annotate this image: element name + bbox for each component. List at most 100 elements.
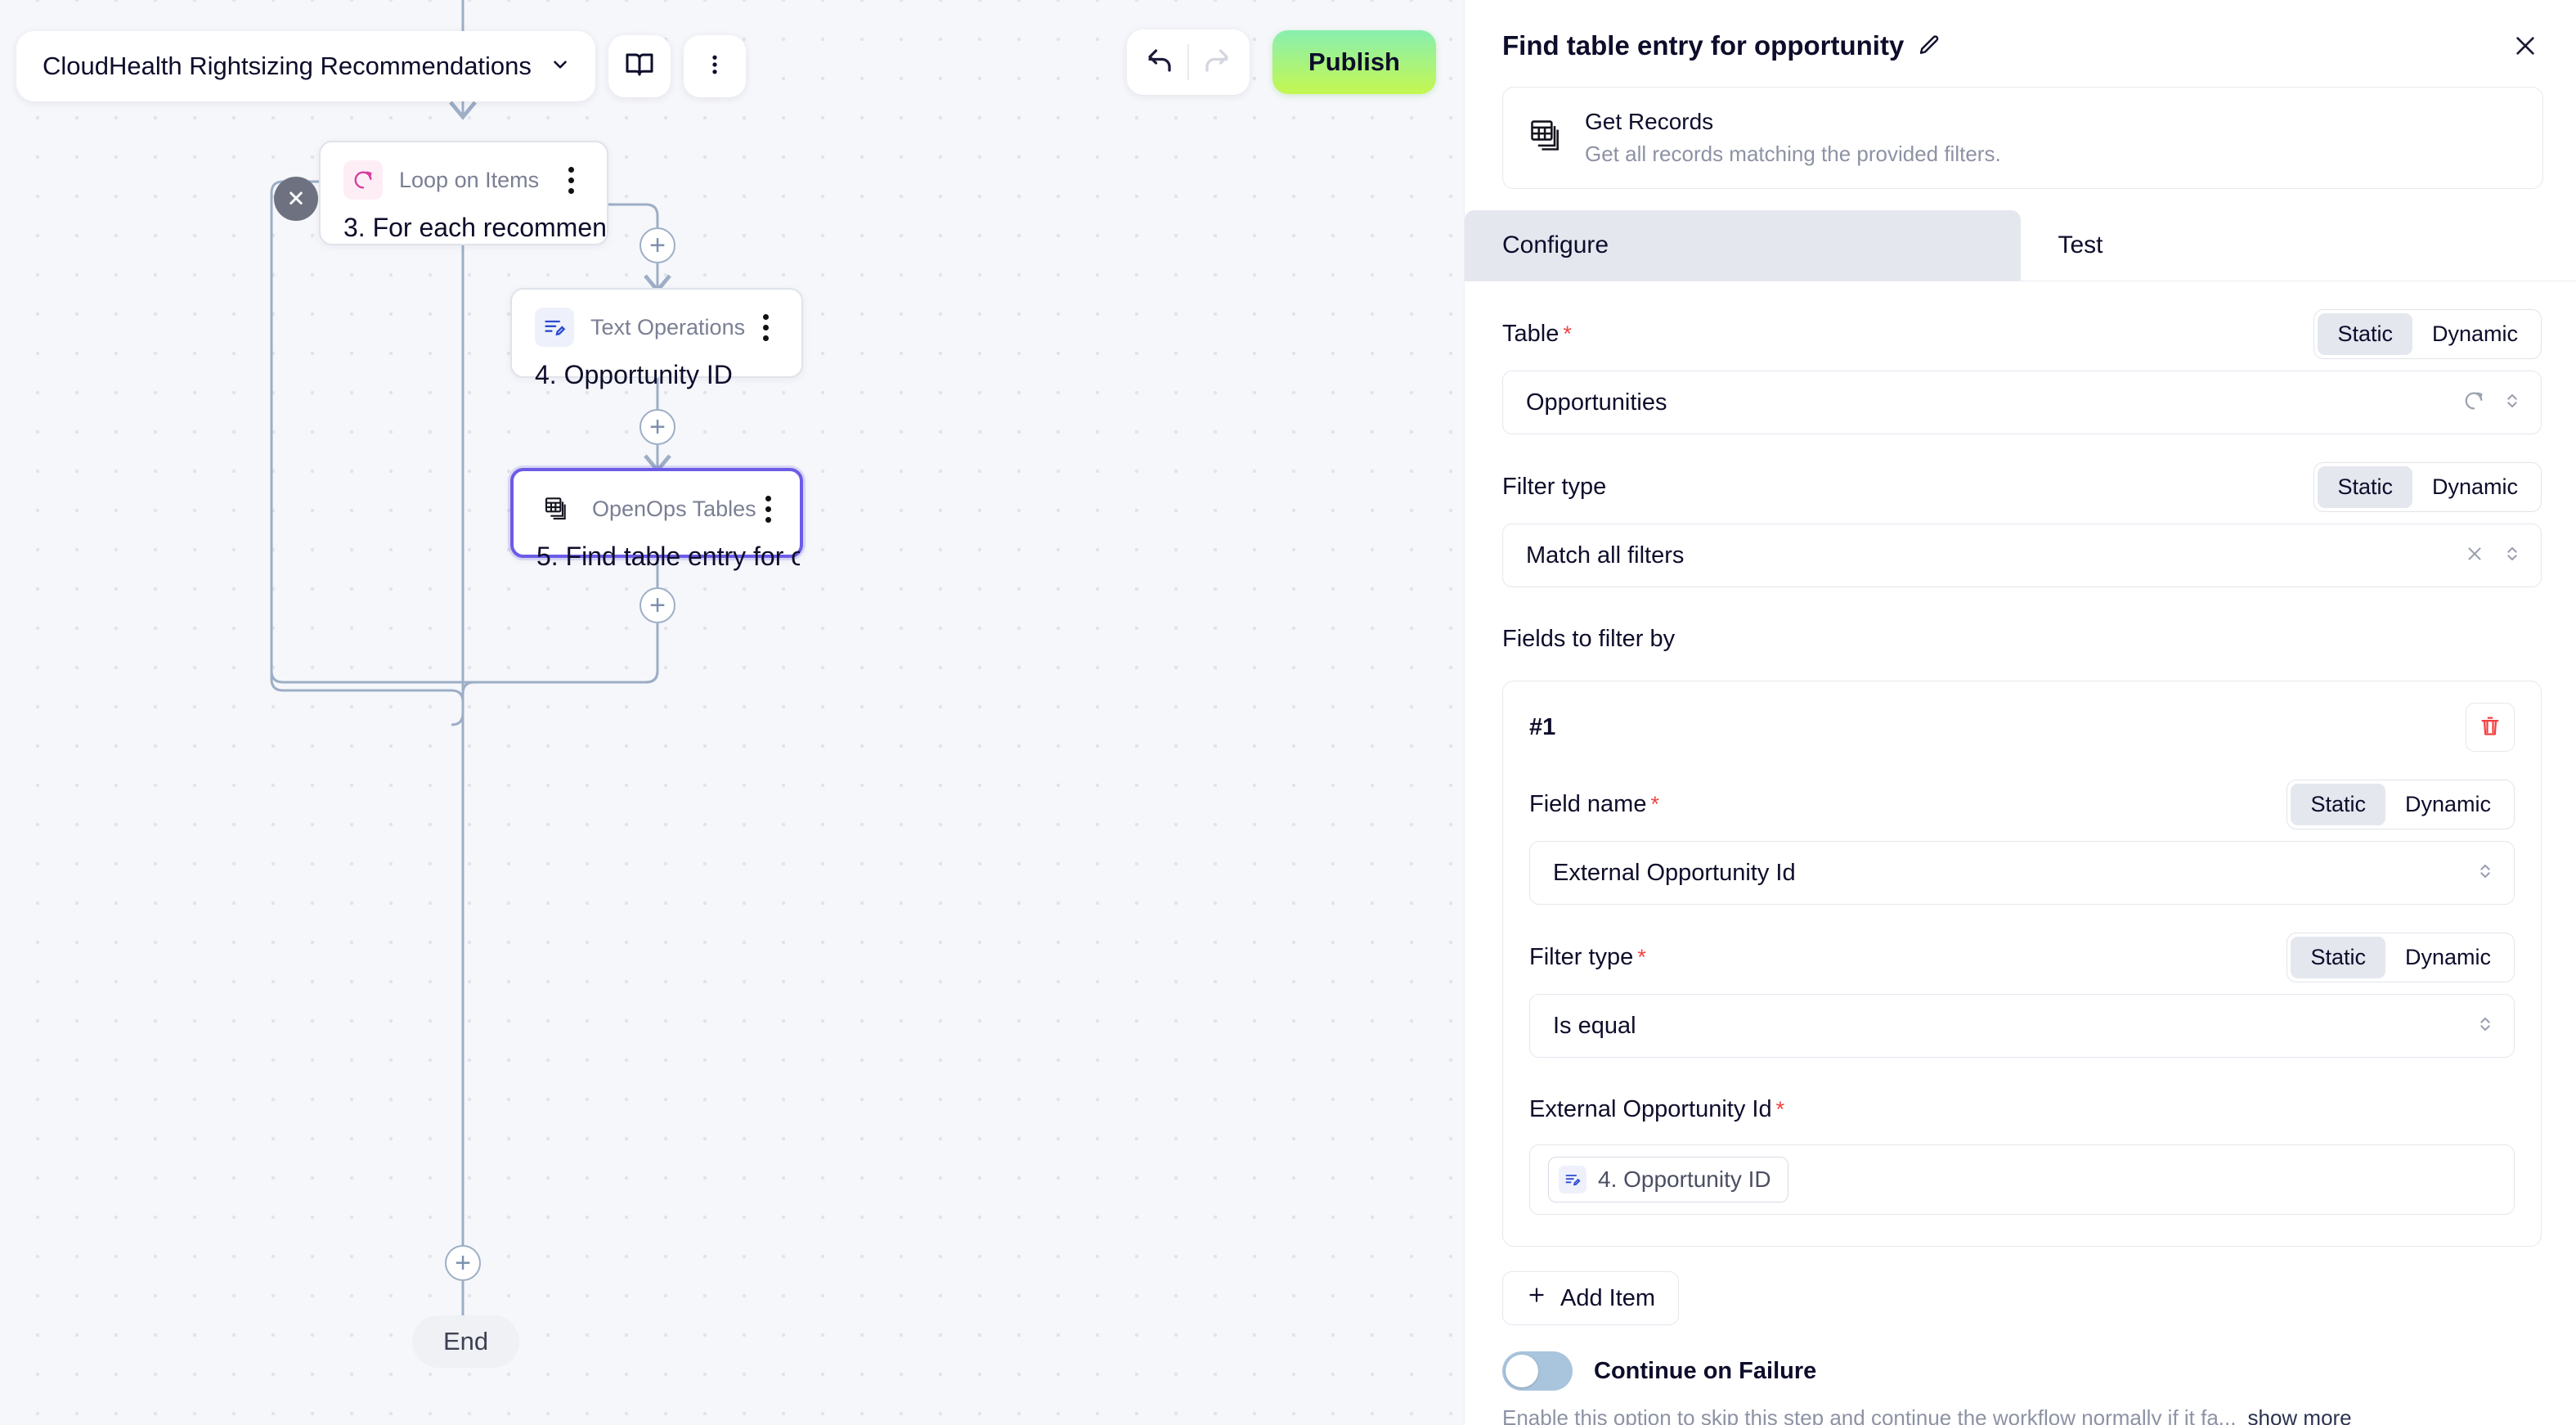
variable-chip-label: 4. Opportunity ID: [1598, 1167, 1771, 1192]
table-mode-segmented: Static Dynamic: [2313, 309, 2542, 359]
table-mode-static[interactable]: Static: [2318, 313, 2412, 355]
piece-name: Get Records: [1585, 109, 1714, 134]
field-name-select-actions: [2476, 860, 2494, 887]
node-header: Text Operations: [512, 290, 801, 347]
chevron-updown-icon[interactable]: [2503, 389, 2521, 416]
flow-node-text-operations[interactable]: Text Operations 4. Opportunity ID: [510, 288, 803, 389]
node-title-label: 5. Find table entry for opportu...: [536, 542, 800, 571]
chevron-updown-icon[interactable]: [2503, 542, 2521, 569]
undo-arrow-icon: [1145, 46, 1174, 79]
add-step-button-loop-3[interactable]: +: [640, 587, 675, 623]
add-item-button[interactable]: Add Item: [1502, 1271, 1680, 1325]
stacked-tables-icon: [536, 489, 576, 528]
continue-on-failure-row: Continue on Failure: [1502, 1351, 2542, 1391]
table-field-row: Table * Static Dynamic: [1502, 309, 2542, 359]
required-asterisk: *: [1637, 945, 1646, 969]
continue-on-failure-label: Continue on Failure: [1594, 1357, 1817, 1384]
canvas-toolbar-right: Publish: [1127, 29, 1436, 95]
add-step-button-loop-2[interactable]: +: [640, 409, 675, 445]
node-title-label: 3. For each recommendation: [343, 213, 607, 242]
inner-filter-type-select[interactable]: Is equal: [1529, 994, 2515, 1058]
piece-description: Get all records matching the provided fi…: [1585, 142, 2001, 166]
collapse-chevrons-icon: [284, 185, 308, 214]
inner-filter-type-select-actions: [2476, 1013, 2494, 1040]
filter-type-mode-segmented: Static Dynamic: [2313, 462, 2542, 512]
tab-test[interactable]: Test: [2020, 210, 2576, 281]
text-lines-pencil-icon: [1559, 1166, 1586, 1193]
fields-to-filter-by-label: Fields to filter by: [1502, 625, 1676, 652]
workflow-name-label: CloudHealth Rightsizing Recommendations: [43, 52, 532, 80]
table-value: Opportunities: [1526, 389, 1667, 416]
field-name-mode-dynamic[interactable]: Dynamic: [2385, 784, 2511, 825]
trash-icon: [2479, 714, 2502, 741]
delete-filter-button[interactable]: [2466, 703, 2515, 752]
plus-icon: +: [649, 230, 666, 261]
chevron-updown-icon[interactable]: [2476, 1013, 2494, 1040]
filter-item-card: #1 Field name * Static Dynamic: [1502, 681, 2542, 1247]
workflow-canvas[interactable]: CloudHealth Rightsizing Recommendations: [0, 0, 1464, 1425]
required-asterisk: *: [1563, 321, 1572, 346]
node-kind-label: Text Operations: [590, 314, 746, 339]
filter-type-mode-static[interactable]: Static: [2318, 466, 2412, 508]
field-name-select[interactable]: External Opportunity Id: [1529, 841, 2515, 905]
variable-chip[interactable]: 4. Opportunity ID: [1548, 1157, 1788, 1202]
add-item-label: Add Item: [1560, 1284, 1656, 1311]
filter-type-field-row: Filter type Static Dynamic: [1502, 462, 2542, 512]
node-header: Loop on Items: [321, 142, 607, 200]
workflow-name-selector[interactable]: CloudHealth Rightsizing Recommendations: [16, 31, 595, 101]
table-label: Table: [1502, 321, 1560, 347]
inner-filter-type-value: Is equal: [1553, 1012, 1636, 1039]
node-menu-button[interactable]: [749, 313, 782, 341]
node-header: OpenOps Tables: [514, 471, 800, 528]
chevron-updown-icon[interactable]: [2476, 860, 2494, 887]
flow-node-loop-on-items[interactable]: Loop on Items 3. For each recommendation: [319, 141, 608, 245]
pencil-icon[interactable]: [1917, 34, 1941, 58]
continue-on-failure-help: Enable this option to skip this step and…: [1502, 1404, 2542, 1425]
field-name-mode-segmented: Static Dynamic: [2287, 780, 2515, 829]
node-kind-label: OpenOps Tables: [592, 496, 756, 521]
inner-filter-type-mode-static[interactable]: Static: [2291, 937, 2385, 978]
plus-icon: [1526, 1284, 1547, 1312]
node-menu-button[interactable]: [756, 495, 780, 523]
table-mode-dynamic[interactable]: Dynamic: [2412, 313, 2538, 355]
inner-filter-type-label: Filter type: [1529, 944, 1634, 970]
loop-refresh-icon: [343, 160, 383, 200]
refresh-icon[interactable]: [2462, 389, 2485, 416]
filter-item-number: #1: [1529, 713, 1556, 740]
collapse-loop-button[interactable]: [274, 177, 318, 221]
publish-button[interactable]: Publish: [1272, 30, 1436, 94]
text-lines-pencil-icon: [535, 308, 574, 347]
clear-x-icon[interactable]: [2464, 543, 2485, 569]
inner-filter-type-mode-dynamic[interactable]: Dynamic: [2385, 937, 2511, 978]
stacked-tables-icon: [1528, 118, 1564, 158]
plus-icon: +: [649, 590, 666, 621]
value-field-row: External Opportunity Id *: [1529, 1086, 2515, 1133]
add-step-button-bottom[interactable]: +: [445, 1245, 481, 1281]
vertical-dots-icon: [702, 52, 727, 81]
tab-configure[interactable]: Configure: [1465, 210, 2021, 281]
table-select[interactable]: Opportunities: [1502, 371, 2542, 434]
documentation-button[interactable]: [608, 35, 671, 97]
close-icon[interactable]: [2507, 28, 2543, 64]
node-menu-button[interactable]: [554, 166, 587, 194]
workflow-more-menu-button[interactable]: [683, 35, 746, 97]
value-field-input[interactable]: 4. Opportunity ID: [1529, 1144, 2515, 1215]
filter-type-mode-dynamic[interactable]: Dynamic: [2412, 466, 2538, 508]
undo-button[interactable]: [1132, 34, 1187, 90]
piece-text: Get Records Get all records matching the…: [1585, 109, 2001, 167]
redo-arrow-icon: [1202, 46, 1232, 79]
toolbar-divider: [1187, 44, 1190, 80]
flow-node-openops-tables[interactable]: OpenOps Tables 5. Find table entry for o…: [510, 468, 803, 571]
continue-on-failure-show-more[interactable]: show more: [2247, 1405, 2352, 1425]
field-name-label: Field name: [1529, 791, 1647, 817]
undo-redo-group: [1127, 29, 1250, 95]
redo-button[interactable]: [1189, 34, 1245, 90]
field-name-row: Field name * Static Dynamic: [1529, 780, 2515, 829]
continue-on-failure-toggle[interactable]: [1502, 1351, 1573, 1391]
canvas-toolbar-left: CloudHealth Rightsizing Recommendations: [16, 31, 746, 101]
book-icon: [625, 50, 654, 83]
plus-icon: +: [455, 1247, 471, 1279]
add-step-button-loop-1[interactable]: +: [640, 227, 675, 263]
filter-type-select[interactable]: Match all filters: [1502, 524, 2542, 587]
field-name-mode-static[interactable]: Static: [2291, 784, 2385, 825]
